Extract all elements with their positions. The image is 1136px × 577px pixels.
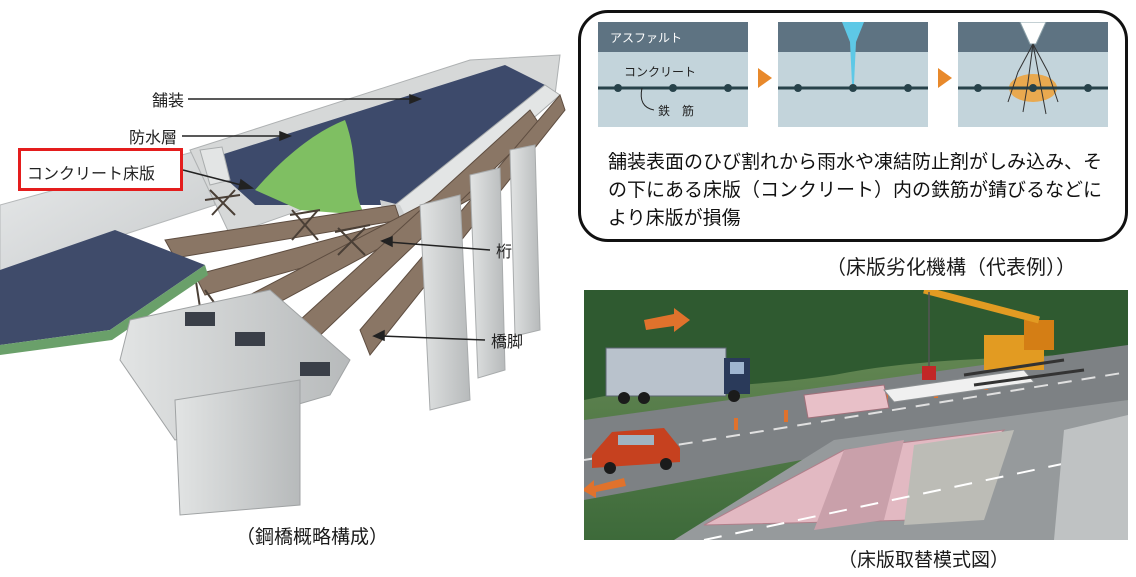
mechanism-stages-diagram: アスファルト コンクリート 鉄 筋 (598, 22, 1108, 127)
replacement-illustration (582, 286, 1129, 541)
stage1-asphalt-label: アスファルト (610, 31, 682, 45)
caption-replacement: （床版取替模式図） (838, 549, 1010, 571)
crane (922, 286, 1085, 387)
stage1-concrete-label: コンクリート (624, 65, 696, 79)
mechanism-description: 舗装表面のひび割れから雨水や凍結防止剤がしみ込み、その下にある床版（コンクリート… (608, 151, 1103, 229)
stage1-rebar-label: 鉄 筋 (658, 103, 694, 118)
stage-2 (778, 22, 928, 127)
truck (605, 347, 750, 404)
label-girder: 桁 (496, 242, 513, 261)
replacement-scene (582, 286, 1129, 541)
label-concrete-deck: コンクリート床版 (27, 164, 156, 183)
stage-arrow-2 (938, 68, 952, 88)
stage-1: アスファルト コンクリート 鉄 筋 (598, 22, 748, 127)
deck-highlight-box: コンクリート床版 (18, 148, 183, 191)
stage-3 (958, 22, 1108, 127)
stage-arrow-1 (758, 68, 772, 88)
caption-bridge-outline: （鋼橋概略構成） (236, 526, 389, 548)
label-pier: 橋脚 (491, 332, 524, 351)
bridge-figure: 舗装 防水層 コンクリート床版 桁 橋脚 (0, 0, 570, 520)
label-pavement: 舗装 (152, 91, 185, 110)
red-car (592, 428, 680, 474)
caption-mechanism: （床版劣化機構（代表例）） (826, 255, 1076, 279)
label-waterproof-layer: 防水層 (129, 128, 178, 147)
bridge-illustration (0, 54, 566, 516)
